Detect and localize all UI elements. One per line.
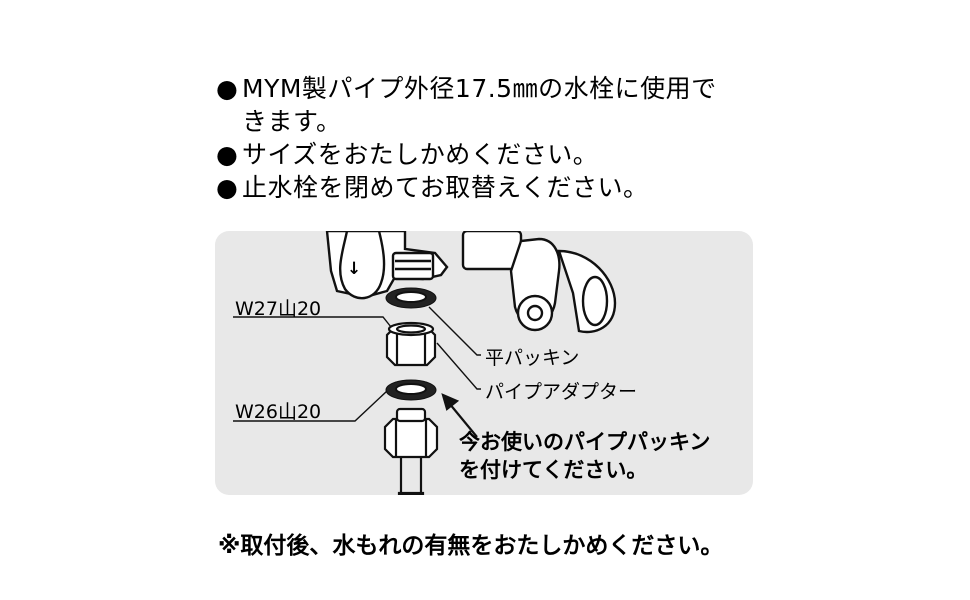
footer-note: ※取付後、水もれの有無をおたしかめください。 (218, 533, 724, 559)
label-w27: W27山20 (235, 298, 322, 320)
instruction-text: サイズをおたしかめください。 (242, 140, 599, 169)
label-pipe-adapter: パイプアダプター (485, 381, 638, 403)
parts-diagram-panel: ↓ W27山20 W26山20 平パッキン パイプアダプター 今お使いのパイプパ… (215, 231, 753, 495)
bullet-mark: ● (216, 173, 239, 202)
instruction-text-continued: きます。 (242, 107, 342, 136)
callout-text-line1: 今お使いのパイプパッキン (459, 430, 711, 454)
flat-packing (385, 287, 437, 309)
bullet-mark: ● (216, 74, 239, 103)
bullet-mark: ● (216, 140, 239, 169)
instruction-item: ●止水栓を閉めてお取替えください。 (216, 171, 776, 204)
supply-pipe (383, 407, 439, 495)
instruction-text: MYM製パイプ外径17.5㎜の水栓に使用で (242, 74, 717, 103)
parts-illustration (233, 231, 617, 495)
instruction-item: ●MYM製パイプ外径17.5㎜の水栓に使用で きます。 (216, 72, 776, 138)
pipe-adapter (385, 321, 437, 367)
instruction-text: 止水栓を閉めてお取替えください。 (242, 173, 649, 202)
label-flat-packing: 平パッキン (485, 347, 580, 369)
leader-lines (233, 306, 481, 422)
pipe-packing (385, 379, 437, 401)
label-w26: W26山20 (235, 401, 322, 423)
instruction-list: ●MYM製パイプ外径17.5㎜の水栓に使用で きます。 ●サイズをおたしかめくだ… (216, 72, 776, 204)
faucet-outlet (391, 251, 435, 281)
flow-arrow-icon: ↓ (347, 259, 362, 279)
faucet-body (325, 231, 617, 334)
callout-arrow (441, 393, 478, 438)
instruction-item: ●サイズをおたしかめください。 (216, 138, 776, 171)
callout-text-line2: を付けてください。 (459, 458, 648, 482)
